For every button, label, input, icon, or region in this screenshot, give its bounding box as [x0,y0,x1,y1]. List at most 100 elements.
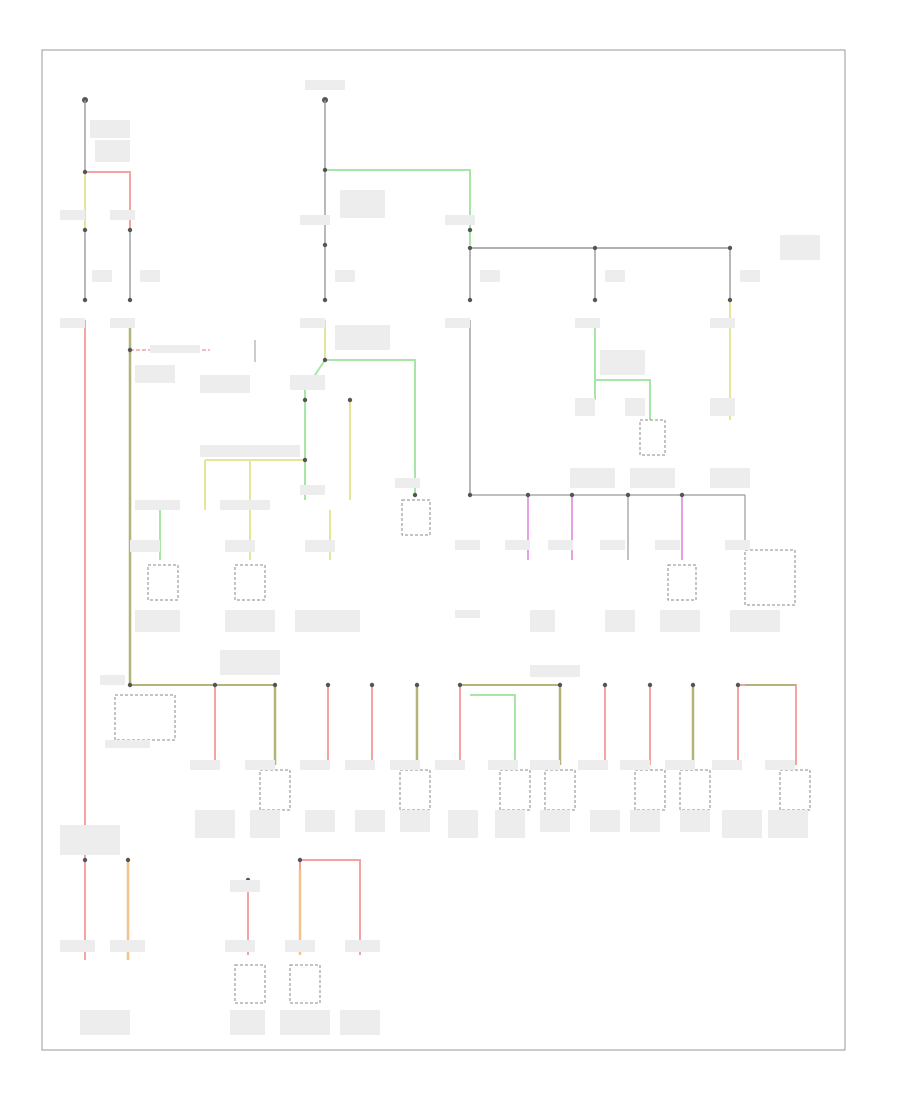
connector-dot [525,492,531,498]
connector-dot [127,227,133,233]
connector-dot [735,682,741,688]
label-placeholder [92,270,112,282]
connector-dot [602,682,608,688]
connector-dot [297,857,303,863]
label-placeholder [230,1010,265,1035]
connector-dot [322,167,328,173]
label-placeholder [110,318,135,328]
label-placeholder [95,140,130,162]
label-placeholder [455,540,480,550]
label-placeholder [765,760,795,770]
label-placeholder [395,478,420,488]
power-source-left [82,97,88,175]
label-placeholder [225,610,275,632]
label-placeholder [130,540,160,552]
label-placeholder [245,760,275,770]
power-source-center [322,97,328,170]
label-placeholder [135,500,180,510]
label-placeholder [230,880,260,892]
label-placeholder [530,760,560,770]
component-box [259,769,291,811]
label-placeholder [448,810,478,838]
label-placeholder [280,1010,330,1035]
component-box [289,964,321,1004]
label-placeholder [300,318,325,328]
right-bus-wiring [469,247,746,560]
label-placeholder [190,760,220,770]
connector-dot [467,245,473,251]
label-placeholder [340,190,385,218]
label-placeholder [710,318,735,328]
label-placeholder [60,210,85,220]
label-placeholder [345,940,380,952]
label-placeholder [60,825,120,855]
label-placeholder [90,120,130,138]
label-placeholder [335,270,355,282]
label-placeholder [590,810,620,832]
label-placeholder [340,1010,380,1035]
connector-dot [212,682,218,688]
label-placeholder [345,760,375,770]
connector-dot [125,857,131,863]
label-placeholder [195,810,235,838]
label-placeholder [625,398,645,416]
connector-dot [467,492,473,498]
label-placeholder [355,810,385,832]
label-placeholder [780,235,820,260]
label-placeholder [435,760,465,770]
connector-dot [592,245,598,251]
connector-dot [467,227,473,233]
component-boxes [114,419,811,1004]
label-placeholder [680,810,710,832]
label-placeholder [665,760,695,770]
component-box [667,564,697,601]
connector-dot [414,682,420,688]
label-placeholder [225,940,255,952]
label-placeholder [445,318,470,328]
label-placeholder [390,760,420,770]
connector-dot [322,297,328,303]
component-box [744,549,796,606]
label-placeholder [530,610,555,632]
label-placeholder [305,80,345,90]
component-box [634,769,666,811]
label-placeholder [150,345,200,353]
connector-dot [82,297,88,303]
label-placeholder [488,760,518,770]
connector-dot [369,682,375,688]
label-placeholder [710,468,750,488]
connector-dot [727,245,733,251]
label-placeholder [300,215,330,225]
component-box [147,564,179,601]
connector-dot [127,682,133,688]
diagram-frame [41,49,846,1051]
label-placeholder [722,810,762,838]
label-placeholder [455,610,480,618]
connector-dot [569,492,575,498]
connector-dot [592,297,598,303]
label-placeholder [80,1010,130,1035]
label-placeholder [220,650,280,675]
label-placeholder [725,540,750,550]
connector-dot [302,397,308,403]
connector-dot [82,227,88,233]
component-box [399,769,431,811]
label-placeholder [135,610,180,632]
label-placeholder [445,215,475,225]
label-placeholder [100,675,125,685]
component-box [234,564,266,601]
label-placeholder [605,610,635,632]
label-placeholder [60,940,95,952]
label-placeholder [630,810,660,832]
label-placeholders [60,80,820,1035]
label-placeholder [710,398,735,416]
label-placeholder [110,940,145,952]
label-placeholder [578,760,608,770]
label-placeholder [740,270,760,282]
middle-row-wiring [130,684,797,765]
label-placeholder [300,760,330,770]
label-placeholder [290,375,325,390]
label-placeholder [225,540,255,552]
